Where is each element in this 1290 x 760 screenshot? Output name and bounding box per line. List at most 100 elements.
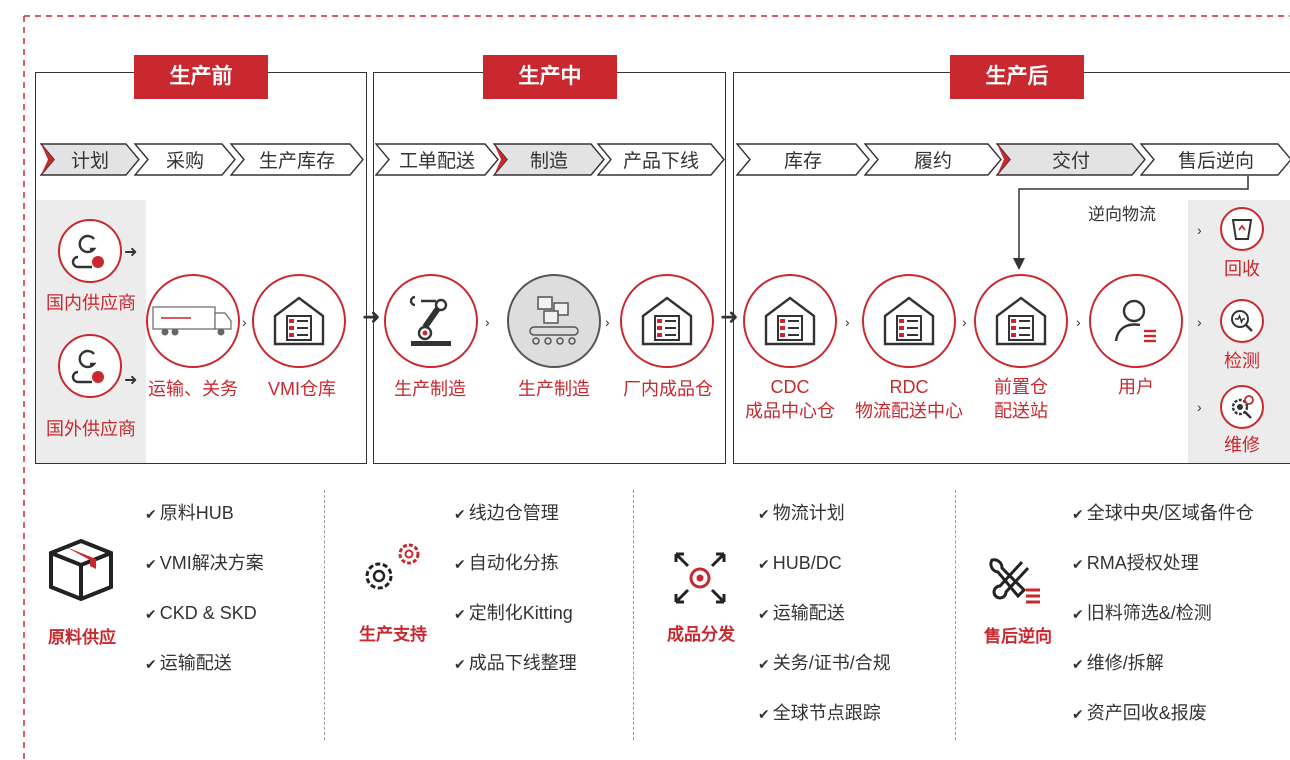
manufacture-2-label: 生产制造 [518, 379, 590, 399]
step-3: 生产库存 [230, 143, 364, 176]
front-warehouse-subtitle: 配送站 [994, 401, 1048, 421]
front-warehouse-node [974, 274, 1068, 368]
category-label-raw: 原料供应 [48, 628, 116, 647]
distribution-icon [674, 552, 726, 604]
phase-title-pre: 生产前 [134, 55, 268, 99]
warehouse-icon [764, 296, 816, 346]
recycle-label: 回收 [1224, 259, 1260, 279]
chevron-shape [597, 143, 725, 176]
factory-warehouse-label: 厂内成品仓 [623, 379, 713, 399]
inspect-label: 检测 [1224, 351, 1260, 371]
inspect-node [1220, 299, 1264, 343]
phase-title-mid: 生产中 [483, 55, 617, 99]
step-label: 库存 [783, 151, 822, 172]
supplier-foreign-label: 国外供应商 [46, 419, 136, 439]
category-list-raw: 原料HUB VMI解决方案 CKD & SKD 运输配送 [145, 502, 264, 702]
user-label: 用户 [1118, 377, 1154, 397]
gears-icon [365, 543, 420, 590]
arrow-right-icon: › [605, 314, 610, 330]
divider [324, 490, 325, 740]
step-1: 计划 [40, 143, 140, 176]
list-item: 运输配送 [145, 652, 264, 702]
manufacture-conveyor-node [507, 274, 601, 368]
list-item: 自动化分拣 [454, 552, 577, 602]
chevron-shape [996, 143, 1146, 176]
chevron-shape [493, 143, 605, 176]
transport-node [146, 274, 240, 368]
arrow-right-icon: › [485, 314, 490, 330]
chevron-shape [736, 143, 870, 176]
list-item: 成品下线整理 [454, 652, 577, 702]
step-label: 工单配送 [398, 151, 475, 172]
rdc-title: RDC [889, 377, 929, 397]
phase-frame-mid [373, 72, 726, 464]
vmi-label: VMI仓库 [267, 379, 336, 399]
repair-node [1220, 385, 1264, 429]
step-10: 售后逆向 [1140, 143, 1290, 176]
list-item: CKD & SKD [145, 602, 264, 652]
reverse-logistics-label: 逆向物流 [1088, 205, 1156, 224]
category-label-production: 生产支持 [359, 625, 427, 644]
arrow-right-icon: ➜ [362, 304, 381, 329]
step-label: 售后逆向 [1177, 151, 1254, 172]
cdc-title: CDC [770, 377, 810, 397]
repair-label: 维修 [1224, 435, 1260, 455]
cdc-node [743, 274, 837, 368]
warehouse-icon [883, 296, 935, 346]
step-label: 交付 [1051, 151, 1090, 172]
manufacture-robot-node [384, 274, 478, 368]
chevron-shape [230, 143, 364, 176]
step-7: 库存 [736, 143, 870, 176]
arrow-right-icon: ➜ [720, 304, 739, 329]
phase-title-post: 生产后 [950, 55, 1084, 99]
step-label: 制造 [529, 151, 568, 172]
step-label: 计划 [70, 151, 109, 172]
arrow-right-icon: › [1197, 314, 1202, 330]
arrow-right-icon: ➜ [124, 372, 138, 389]
factory-warehouse-node [620, 274, 714, 368]
chevron-shape [40, 143, 140, 176]
chevron-shape [1140, 143, 1290, 176]
step-4: 工单配送 [375, 143, 499, 176]
arrow-right-icon: › [242, 314, 247, 330]
step-2: 采购 [134, 143, 236, 176]
rdc-subtitle: 物流配送中心 [855, 401, 963, 421]
step-label: 采购 [165, 151, 204, 172]
gear-search-icon [1231, 395, 1254, 419]
truck-icon [152, 306, 232, 336]
category-list-distribution: 物流计划 HUB/DC 运输配送 关务/证书/合规 全球节点跟踪 [758, 502, 891, 752]
magnifier-icon [1231, 310, 1253, 332]
list-item: HUB/DC [758, 552, 891, 602]
step-5: 制造 [493, 143, 605, 176]
supplier-domestic-node [58, 219, 122, 283]
arrow-right-icon: ➜ [124, 244, 138, 261]
step-label: 履约 [913, 151, 952, 172]
list-item: 物流计划 [758, 502, 891, 552]
list-item: 资产回收&报废 [1072, 702, 1254, 752]
list-item: VMI解决方案 [145, 552, 264, 602]
conveyor-icon [529, 296, 579, 345]
arrow-right-icon: › [845, 314, 850, 330]
supplier-foreign-node [58, 334, 122, 398]
list-item: 运输配送 [758, 602, 891, 652]
robot-arm-icon [409, 295, 451, 346]
recycle-bin-icon [1231, 219, 1253, 240]
chevron-shape [864, 143, 1002, 176]
category-label-distribution: 成品分发 [667, 625, 735, 644]
arrow-right-icon: › [962, 314, 967, 330]
recycle-node [1220, 207, 1264, 251]
list-item: RMA授权处理 [1072, 552, 1254, 602]
step-label: 生产库存 [258, 151, 335, 172]
list-item: 旧料筛选&/检测 [1072, 602, 1254, 652]
list-item: 线边仓管理 [454, 502, 577, 552]
user-icon [1114, 299, 1156, 343]
user-node [1089, 274, 1183, 368]
cdc-subtitle: 成品中心仓 [745, 401, 835, 421]
warehouse-icon [273, 296, 325, 346]
vmi-node [252, 274, 346, 368]
list-item: 定制化Kitting [454, 602, 577, 652]
manufacture-1-label: 生产制造 [394, 379, 466, 399]
